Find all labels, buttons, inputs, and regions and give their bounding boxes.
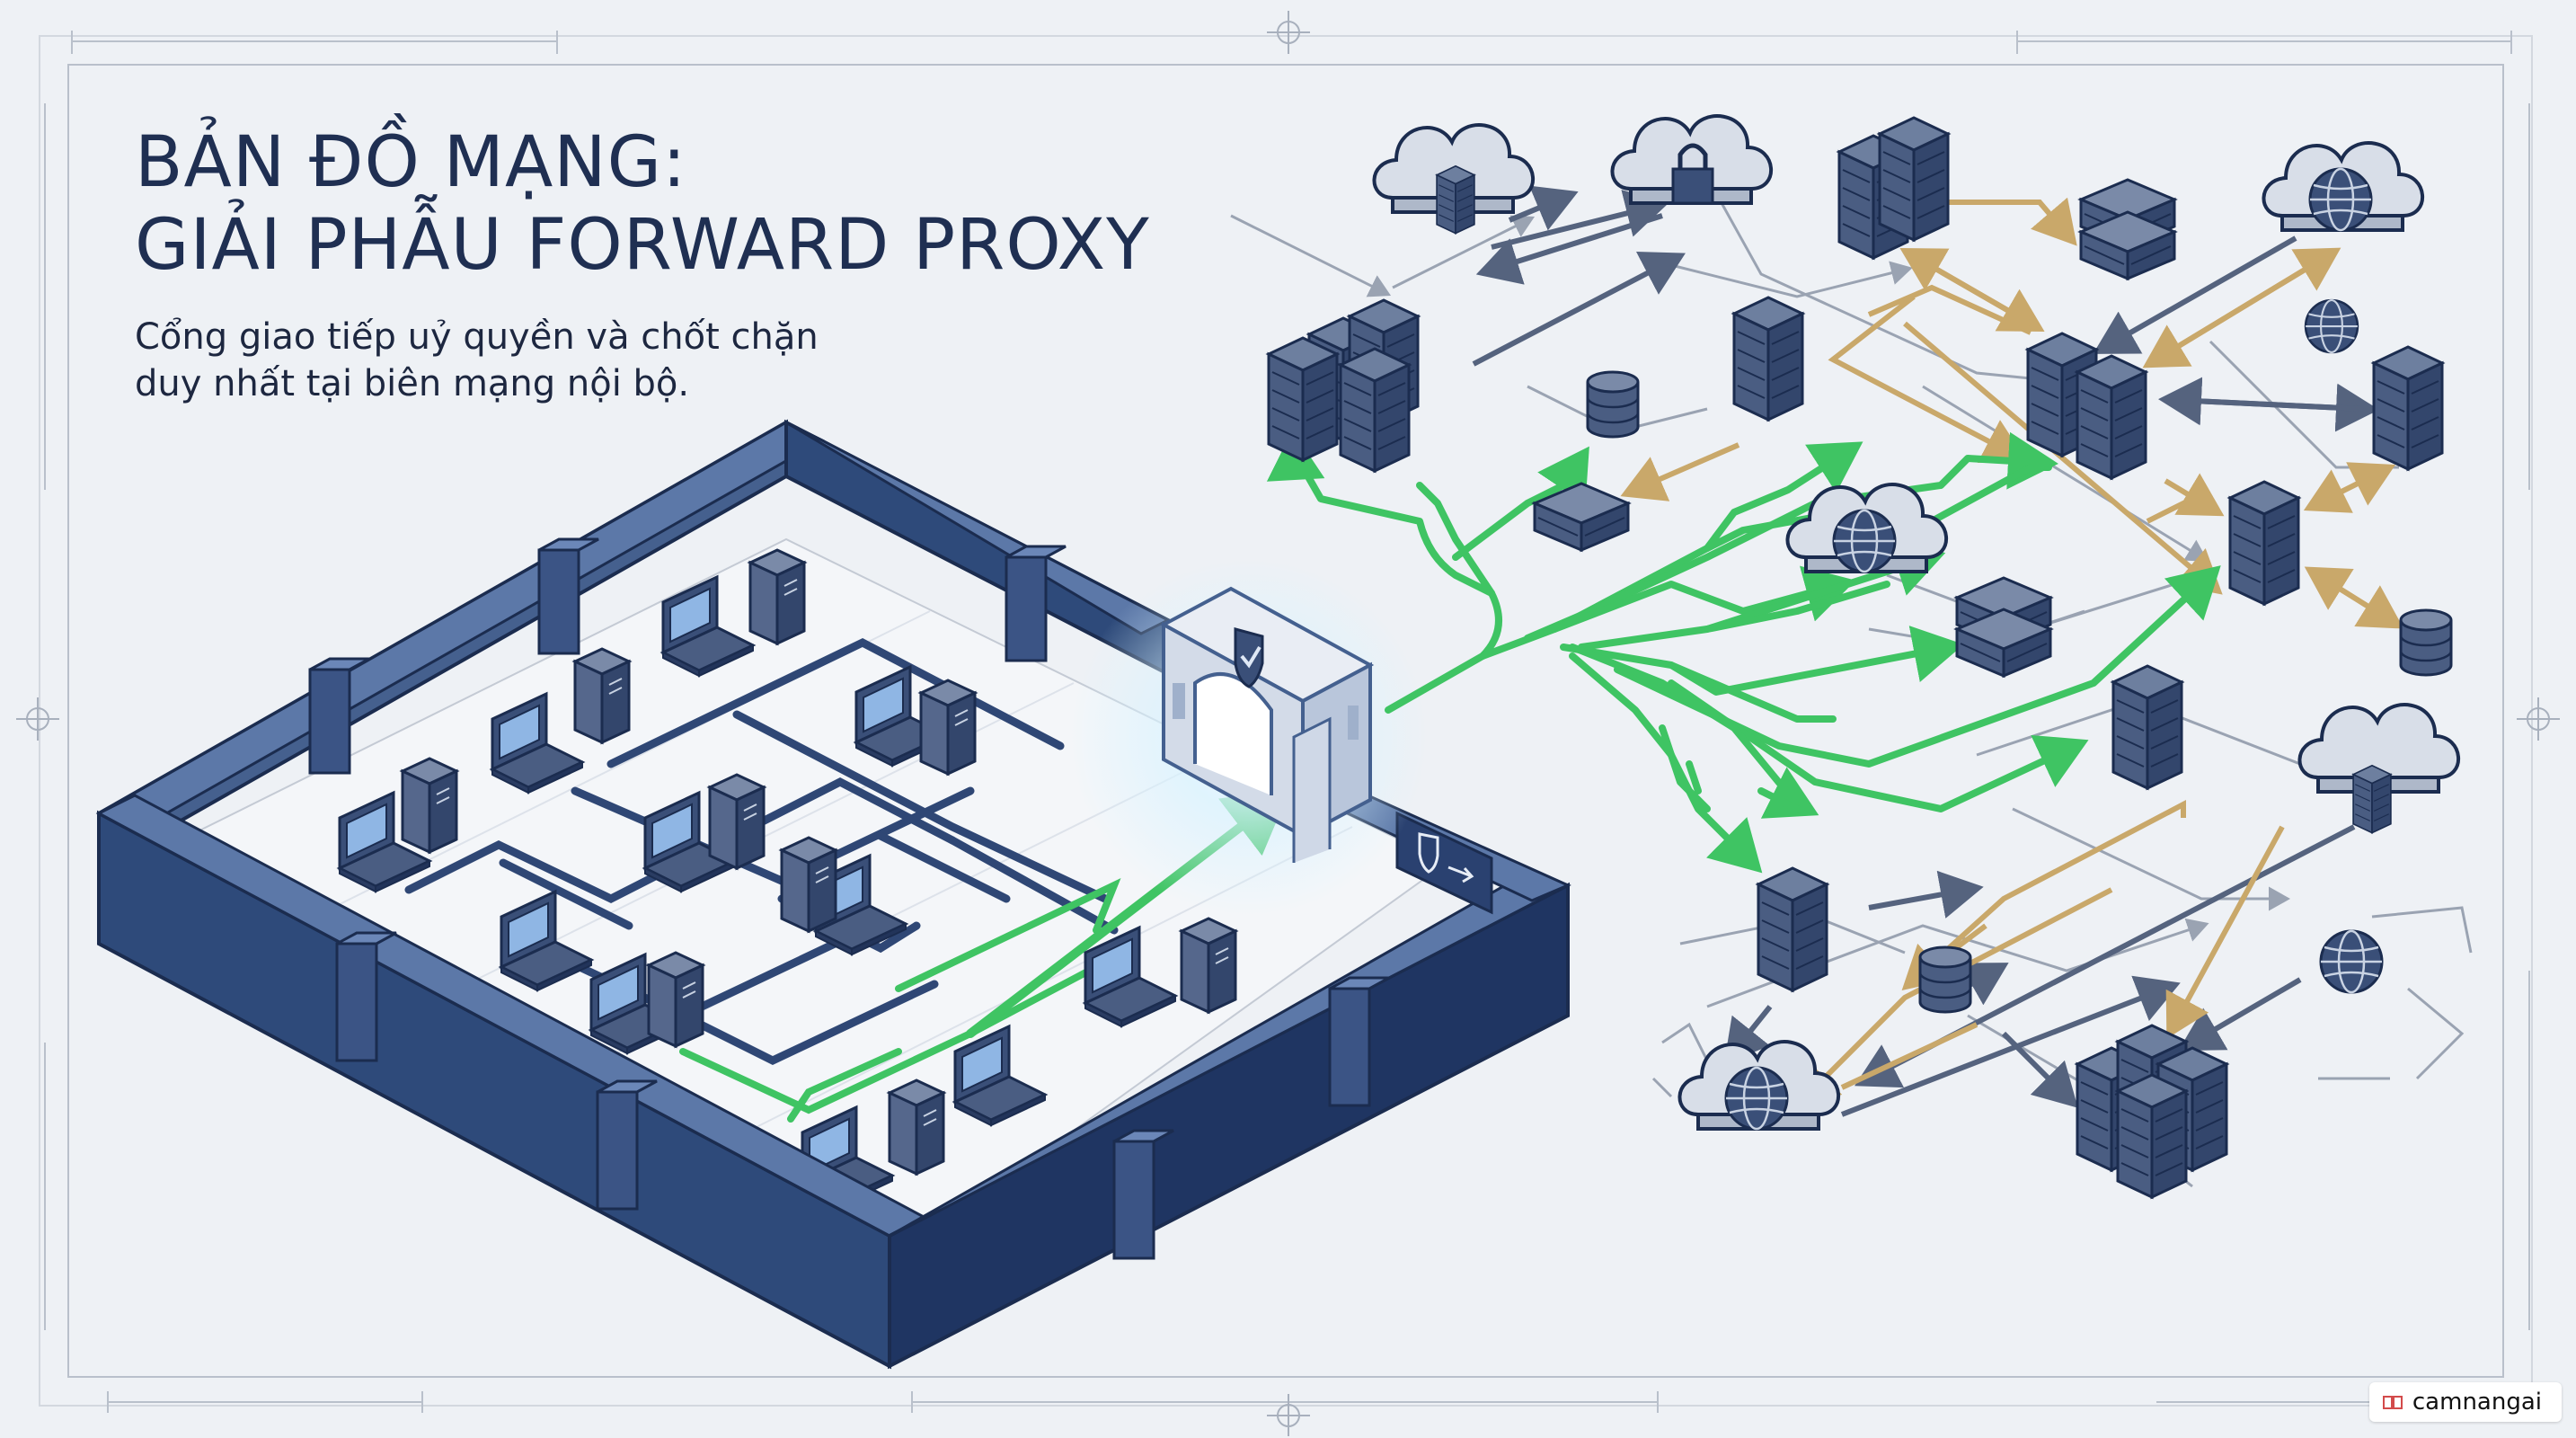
external-traffic bbox=[1472, 185, 2379, 1117]
server-cluster bbox=[2076, 1024, 2228, 1199]
firewall-front-wall bbox=[95, 537, 1571, 1370]
server-icon bbox=[2372, 345, 2444, 471]
proxy-forwarding-paths bbox=[1266, 430, 2221, 874]
server-icon bbox=[1267, 336, 1339, 462]
globe-icon bbox=[2319, 929, 2384, 994]
watermark-text: camnangai bbox=[2412, 1389, 2542, 1416]
server-cluster bbox=[1837, 116, 1950, 260]
server-icon bbox=[2352, 764, 2392, 834]
server-cluster bbox=[2026, 332, 2147, 480]
server-icon bbox=[1757, 866, 1828, 992]
desktop-tower-icon bbox=[748, 548, 806, 645]
globe-icon bbox=[2262, 141, 2425, 232]
server-cluster bbox=[1267, 298, 1420, 473]
subtitle-line-1: Cổng giao tiếp uỷ quyền và chốt chặn bbox=[135, 316, 819, 358]
desktop-tower-icon bbox=[647, 951, 704, 1048]
desktop-tower-icon bbox=[401, 757, 458, 854]
server-icon bbox=[1339, 347, 1411, 473]
shield-check-icon bbox=[1234, 627, 1264, 688]
firewall-back-wall bbox=[95, 419, 1172, 871]
database-icon bbox=[1918, 945, 1972, 1014]
server-icon bbox=[1436, 164, 1475, 235]
book-icon bbox=[2382, 1396, 2403, 1409]
server-icon bbox=[1878, 116, 1950, 242]
crosshair-icon bbox=[16, 11, 2560, 1436]
page-title-line-1: BẢN ĐỒ MẠNG: bbox=[135, 122, 687, 203]
title-block: BẢN ĐỒ MẠNG: GIẢI PHẪU FORWARD PROXY Cổn… bbox=[135, 121, 1258, 407]
server-icon bbox=[2228, 480, 2300, 606]
response-traffic bbox=[1620, 197, 2404, 1108]
server-icon bbox=[2111, 664, 2183, 790]
shield-arrow-icon bbox=[1395, 811, 1493, 915]
globe-icon bbox=[1785, 483, 1949, 573]
desktop-tower-icon bbox=[708, 773, 766, 870]
desktop-tower-icon bbox=[919, 679, 977, 776]
globe-icon bbox=[2304, 298, 2359, 354]
page-subtitle: Cổng giao tiếp uỷ quyền và chốt chặn duy… bbox=[135, 314, 1258, 407]
desktop-tower-icon bbox=[1180, 917, 1237, 1014]
database-icon bbox=[1586, 370, 1640, 439]
desktop-tower-icon bbox=[573, 647, 631, 744]
page-title-line-2: GIẢI PHẪU FORWARD PROXY bbox=[135, 205, 1150, 286]
server-icon bbox=[1732, 296, 1804, 422]
database-icon bbox=[2399, 608, 2453, 677]
subtitle-line-2: duy nhất tại biên mạng nội bộ. bbox=[135, 363, 690, 404]
watermark-badge: camnangai bbox=[2368, 1382, 2562, 1422]
server-icon bbox=[2116, 1073, 2188, 1199]
desktop-tower-icon bbox=[780, 836, 837, 933]
desktop-tower-icon bbox=[888, 1078, 945, 1176]
lock-cloud-icon bbox=[1610, 114, 1774, 205]
server-icon bbox=[2076, 354, 2147, 480]
